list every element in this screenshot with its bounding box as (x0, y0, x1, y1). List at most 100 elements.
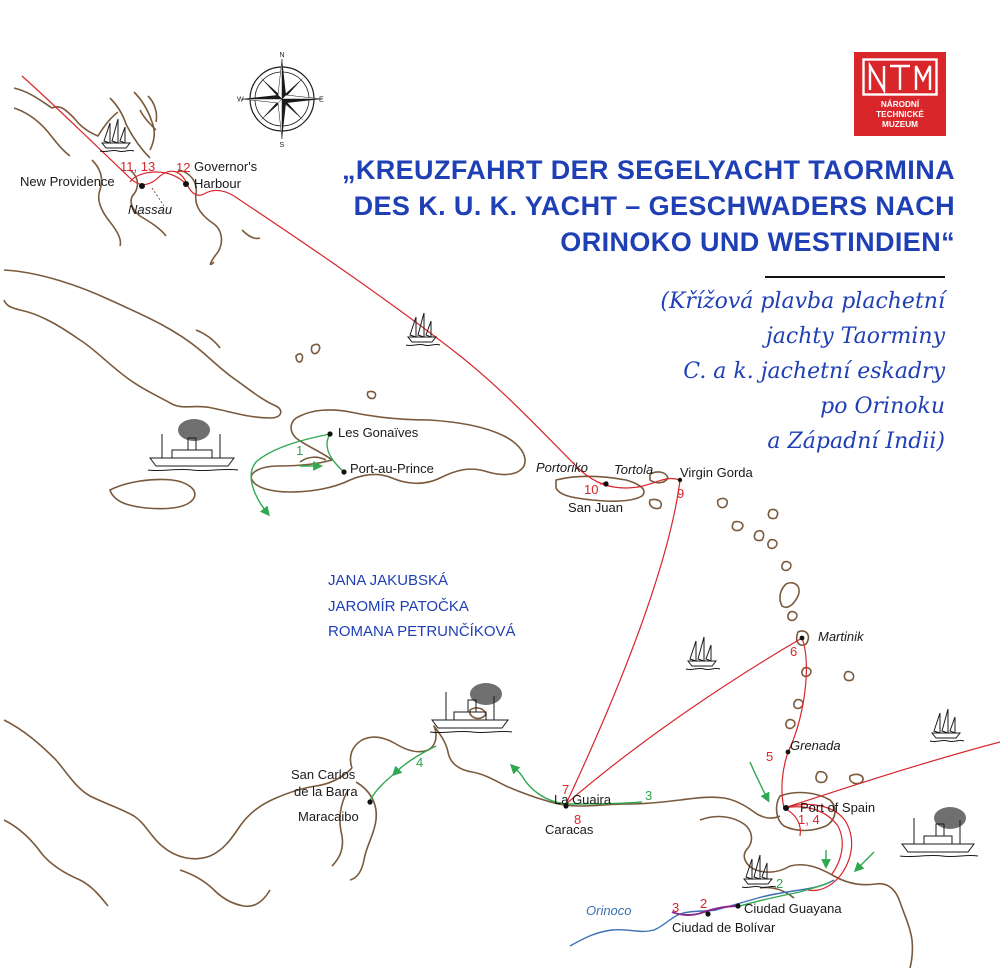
green-stop-1: 1 (296, 443, 303, 458)
route-martinik-grenada (787, 637, 807, 753)
label-ciudad-guayana: Ciudad Guayana (744, 901, 842, 916)
label-new-providence: New Providence (20, 174, 115, 189)
subtitle-line-1: (Křížová plavba plachetní (660, 289, 945, 314)
compass-w: W (237, 97, 244, 104)
coast-la-14 (815, 770, 828, 784)
stop-9: 9 (677, 486, 684, 501)
label-portoriko: Portoriko (536, 460, 588, 475)
dot-port-of-spain (783, 805, 789, 811)
label-governors-harbour-1: Governor's (194, 159, 258, 174)
route-grenada-pos (781, 751, 789, 809)
coast-bahamas-andros (91, 159, 122, 247)
coast-la-13 (785, 718, 796, 730)
coast-bahamas-north (13, 87, 119, 137)
label-martinik: Martinik (818, 629, 865, 644)
coast-bahamas-mid (129, 169, 167, 237)
author-2: JAROMÍR PATOČKA (328, 597, 469, 615)
coast-venezuela-islet (469, 707, 487, 720)
label-grenada: Grenada (790, 738, 841, 753)
route-to-portoriko (233, 195, 681, 489)
dot-ciudad-bolivar (705, 911, 711, 917)
label-port-au-prince: Port-au-Prince (350, 461, 434, 476)
coast-hispaniola-tip (299, 456, 327, 463)
green-route-3 (509, 763, 643, 805)
label-san-carlos-1: San Carlos (291, 767, 356, 782)
stop-5: 5 (766, 749, 773, 764)
title-line-2: DES K. U. K. YACHT – GESCHWADERS NACH (353, 191, 955, 221)
coast-virgin-islands (649, 471, 669, 484)
route-vg-to-laguaira (565, 479, 681, 805)
label-les-gonaives: Les Gonaïves (338, 425, 419, 440)
coast-venezuela (349, 725, 781, 819)
dot-ciudad-guayana (735, 903, 741, 909)
label-caracas: Caracas (545, 822, 594, 837)
subtitle-line-3: C. a k. jachetní eskadry (683, 359, 945, 384)
compass-rose: N S E W (237, 52, 324, 149)
subtitle-line-4: po Orinoku (820, 394, 945, 419)
steamship-icon-haiti (147, 419, 239, 472)
coast-islet-a (295, 353, 304, 363)
coast-central-america (3, 719, 353, 860)
title-line-3: ORINOKO UND WESTINDIEN“ (560, 227, 955, 257)
route-laguaira-to-martinik (565, 637, 803, 805)
green-route-river (739, 881, 831, 907)
label-virgin-gorda: Virgin Gorda (680, 465, 754, 480)
orinoco-river-purple-segment (671, 905, 739, 916)
coast-paria (699, 815, 791, 873)
coast-panama (179, 869, 271, 908)
route-pos-atlantic (783, 741, 1000, 809)
subtitle-line-2: jachty Taorminy (765, 324, 945, 349)
coast-florida (13, 107, 71, 157)
sailing-ship-icon-atlantic (405, 312, 441, 347)
label-nassau: Nassau (128, 202, 172, 217)
dot-les-gonaives (327, 431, 333, 437)
coast-vieques (648, 498, 663, 510)
sailing-ship-icon-bahamas (99, 118, 135, 153)
stop-8: 8 (574, 812, 581, 827)
coast-hispaniola (250, 409, 526, 493)
dot-new-providence (139, 183, 145, 189)
coast-bahamas-islet3 (241, 229, 261, 240)
coast-islet-b (310, 343, 321, 355)
coast-la-guadeloupe (779, 581, 800, 609)
coast-la-barbados (843, 670, 855, 682)
coast-la-1 (716, 497, 729, 509)
coast-tobago (848, 773, 864, 785)
stop-7: 7 (562, 782, 569, 797)
route-pos-loop2 (783, 806, 843, 875)
green-stop-2: 2 (776, 876, 783, 891)
coast-la-4 (767, 508, 779, 520)
coast-maracaibo-west (331, 789, 349, 867)
coast-trinidad (775, 791, 836, 832)
coast-bahamas-islet2 (147, 95, 158, 123)
coast-cuba (3, 269, 282, 419)
coast-bahamas-abaco (133, 91, 155, 151)
authors-list: JANA JAKUBSKÁ JAROMÍR PATOČKA ROMANA PET… (328, 568, 516, 645)
logo-text: NÁRODNÍ TECHNICKÉ MUZEUM (854, 100, 946, 130)
steamship-icon-venezuela (429, 683, 513, 734)
coast-la-8 (787, 610, 798, 622)
green-stop-4: 4 (416, 755, 423, 770)
label-ciudad-bolivar: Ciudad de Bolívar (672, 920, 776, 935)
route-pos-loop (783, 803, 853, 892)
sailing-ship-icon-caribbean (685, 636, 721, 671)
dot-la-guaira (563, 803, 569, 809)
coast-bahamas-east (177, 169, 223, 266)
subtitle-line-5: a Západní Indii) (767, 429, 945, 454)
label-san-carlos-2: de la Barra (294, 784, 358, 799)
orinoco-river (569, 879, 835, 947)
stop-numbers: 11, 13 12 10 9 6 5 7 8 1, 4 3 2 1 2 3 4 (120, 159, 820, 915)
sailing-ship-icon-east (929, 708, 965, 743)
compass-e: E (319, 97, 324, 104)
stop-11-13: 11, 13 (120, 159, 155, 174)
stop-1-4: 1, 4 (798, 812, 820, 827)
label-maracaibo: Maracaibo (298, 809, 359, 824)
coast-central-america-2 (3, 819, 109, 907)
logo-line-2: TECHNICKÉ (876, 110, 924, 119)
sailing-ship-icon-orinoco (741, 854, 777, 889)
coast-islet-c (366, 390, 377, 400)
logo-line-3: MUZEUM (882, 120, 918, 129)
coast-la-5 (767, 538, 778, 550)
compass-n: N (280, 52, 285, 59)
